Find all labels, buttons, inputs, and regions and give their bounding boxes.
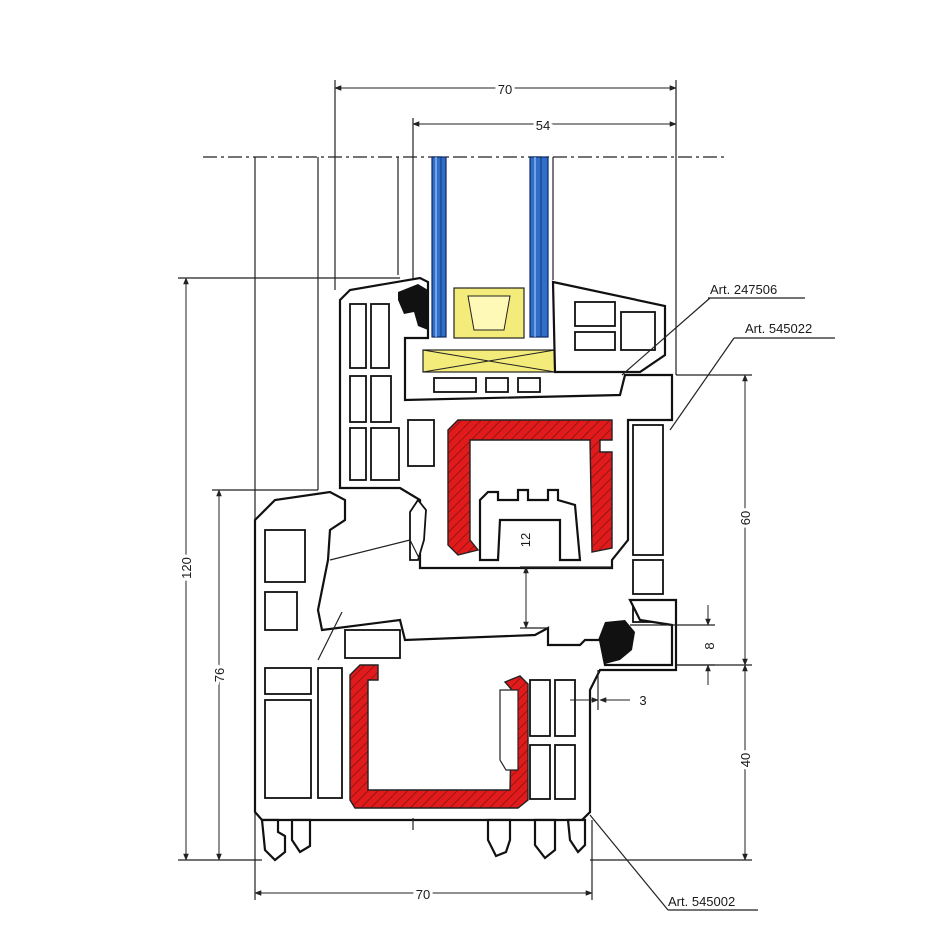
leader-lines [589,297,835,911]
dim-right-sash: 60 [738,511,753,525]
label-art-frame: Art. 545002 [668,894,735,909]
dim-bottom-width: 70 [416,887,430,902]
dimension-lines [178,85,752,900]
label-art-sash: Art. 545022 [745,321,812,336]
glazing-unit [431,156,549,339]
glazing-packer [422,349,556,373]
dim-left-frame: 76 [212,668,227,682]
dim-left-total: 120 [179,557,194,579]
dim-inner-12: 12 [518,533,533,547]
dim-top-outer: 70 [498,82,512,97]
dim-small-3: 3 [639,693,646,708]
dim-right-frame: 40 [738,753,753,767]
label-art-gasket: Art. 247506 [710,282,777,297]
gaskets [398,284,635,664]
dim-small-8: 8 [702,642,717,649]
frame-steel-reinforcement [349,664,529,809]
sash-steel-reinforcement [447,419,613,556]
dim-top-glass: 54 [536,118,550,133]
